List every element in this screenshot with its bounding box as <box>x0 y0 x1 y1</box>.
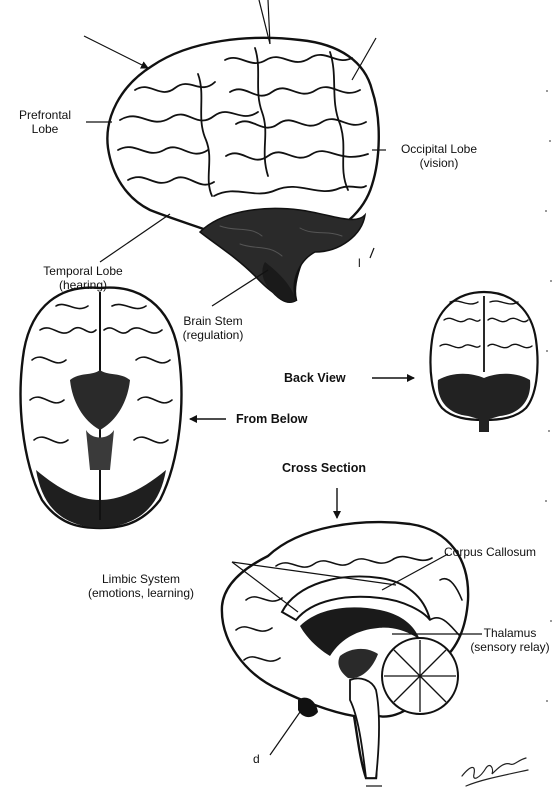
brainstem-label-line1: Brain Stem <box>158 314 268 328</box>
occipital-label: Occipital Lobe (vision) <box>384 142 494 170</box>
brainstem-pointer <box>212 270 268 306</box>
thalamus-label: Thalamus (sensory relay) <box>466 626 554 654</box>
limbic-system-label: Limbic System (emotions, learning) <box>56 572 226 600</box>
mark-l-tick <box>370 248 374 258</box>
prefrontal-label-line2: Lobe <box>6 122 84 136</box>
temporal-label-line2: (hearing) <box>28 278 138 292</box>
mark-d-pointer <box>270 712 300 755</box>
temporal-label: Temporal Lobe (hearing) <box>28 264 138 292</box>
top-arrow <box>84 36 148 68</box>
thalamus-label-line1: Thalamus <box>466 626 554 640</box>
cross-section-label: Cross Section <box>282 461 366 475</box>
artist-signature-icon <box>462 758 528 786</box>
mark-l: l <box>358 256 361 270</box>
temporal-label-line1: Temporal Lobe <box>28 264 138 278</box>
occipital-label-line1: Occipital Lobe <box>384 142 494 156</box>
brainstem-label-line2: (regulation) <box>158 328 268 342</box>
limbic-label-line2: (emotions, learning) <box>56 586 226 600</box>
sagittal-section-brain <box>222 522 468 778</box>
thalamus-label-line2: (sensory relay) <box>466 640 554 654</box>
from-below-label: From Below <box>236 412 308 426</box>
limbic-label-line1: Limbic System <box>56 572 226 586</box>
occipital-label-line2: (vision) <box>384 156 494 170</box>
prefrontal-label: Prefrontal Lobe <box>6 108 84 136</box>
corpus-callosum-label: Corpus Callosum <box>444 545 536 559</box>
back-view-label: Back View <box>284 371 346 385</box>
prefrontal-label-line1: Prefrontal <box>6 108 84 122</box>
view-arrows <box>190 378 414 518</box>
back-view-brain <box>430 292 537 432</box>
temporal-pointer <box>100 214 170 262</box>
side-view-brain <box>107 38 378 302</box>
paper-specks <box>545 90 552 702</box>
mark-d: d <box>253 752 260 766</box>
brainstem-label: Brain Stem (regulation) <box>158 314 268 342</box>
